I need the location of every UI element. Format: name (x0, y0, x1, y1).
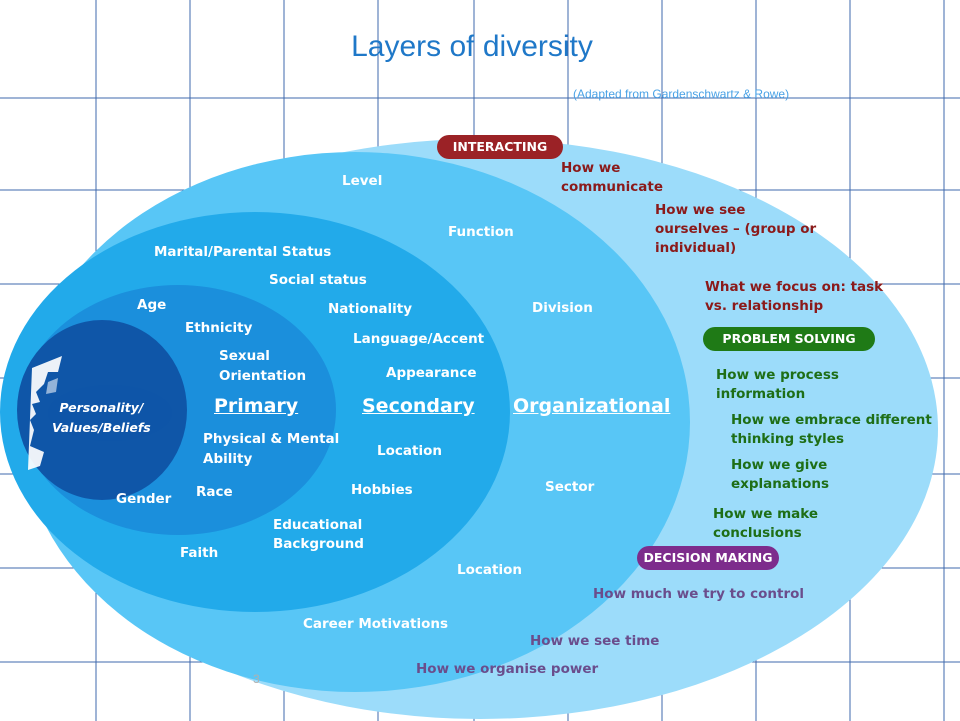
organizational-item: Division (532, 300, 593, 316)
page-number: 3 (253, 672, 260, 686)
secondary-item: Educational (273, 517, 363, 533)
organizational-item: Career Motivations (303, 616, 449, 632)
core-label-line1: Personality/ (59, 400, 144, 415)
organizational-item: Location (457, 562, 522, 578)
secondary-item: Marital/Parental Status (154, 244, 332, 260)
decision-making-badge: DECISION MAKING (637, 546, 779, 570)
problem-solving-item: How we make (713, 506, 819, 522)
secondary-layer-label: Secondary (362, 395, 475, 417)
problem-solving-item: explanations (731, 476, 829, 492)
secondary-item: Location (377, 443, 442, 459)
secondary-item: Appearance (386, 365, 477, 381)
interacting-badge: INTERACTING (437, 135, 563, 159)
interacting-item: How we (561, 160, 621, 176)
primary-item: Gender (116, 491, 172, 507)
secondary-item: Nationality (328, 301, 412, 317)
problem-solving-item: How we give (731, 457, 828, 473)
organizational-item: Level (342, 173, 383, 189)
problem-solving-item: How we process (716, 367, 839, 383)
core-label: Personality/ Values/Beliefs (52, 398, 151, 438)
problem-solving-item: thinking styles (731, 431, 844, 447)
primary-item: Ethnicity (185, 320, 253, 336)
primary-layer-label: Primary (214, 395, 299, 417)
problem-solving-item: How we embrace different (731, 412, 932, 428)
organizational-item: Sector (545, 479, 595, 495)
core-label-line2: Values/Beliefs (52, 420, 151, 435)
decision-making-item: How much we try to control (593, 586, 805, 602)
decision-making-item: How we see time (530, 633, 660, 649)
problem-solving-item: information (716, 386, 806, 402)
primary-item: Age (137, 297, 167, 313)
primary-item: Race (196, 484, 233, 500)
secondary-item: Social status (269, 272, 367, 288)
interacting-item: vs. relationship (705, 298, 824, 314)
secondary-item: Language/Accent (353, 331, 485, 347)
interacting-item: How we see (655, 202, 746, 218)
secondary-item: Hobbies (351, 482, 413, 498)
primary-item: Physical & Mental (203, 431, 340, 447)
core-highlight (48, 385, 172, 441)
source-credit: (Adapted from Gardenschwartz & Rowe) (573, 87, 790, 101)
organizational-layer-label: Organizational (513, 395, 671, 417)
interacting-item: ourselves – (group or (655, 221, 817, 237)
interacting-item: What we focus on: task (705, 279, 884, 295)
secondary-item: Background (273, 536, 364, 552)
organizational-item: Function (448, 224, 514, 240)
decision-making-item: How we organise power (416, 661, 599, 677)
head-silhouette-icon (28, 356, 62, 470)
problem-solving-badge: PROBLEM SOLVING (703, 327, 875, 351)
primary-item: Ability (203, 451, 253, 467)
interacting-item: individual) (655, 240, 737, 256)
interacting-item: communicate (561, 179, 663, 195)
secondary-item: Faith (180, 545, 219, 561)
page-title: Layers of diversity (351, 30, 593, 63)
primary-item: Sexual (219, 348, 270, 364)
problem-solving-item: conclusions (713, 525, 802, 541)
primary-item: Orientation (219, 368, 307, 384)
